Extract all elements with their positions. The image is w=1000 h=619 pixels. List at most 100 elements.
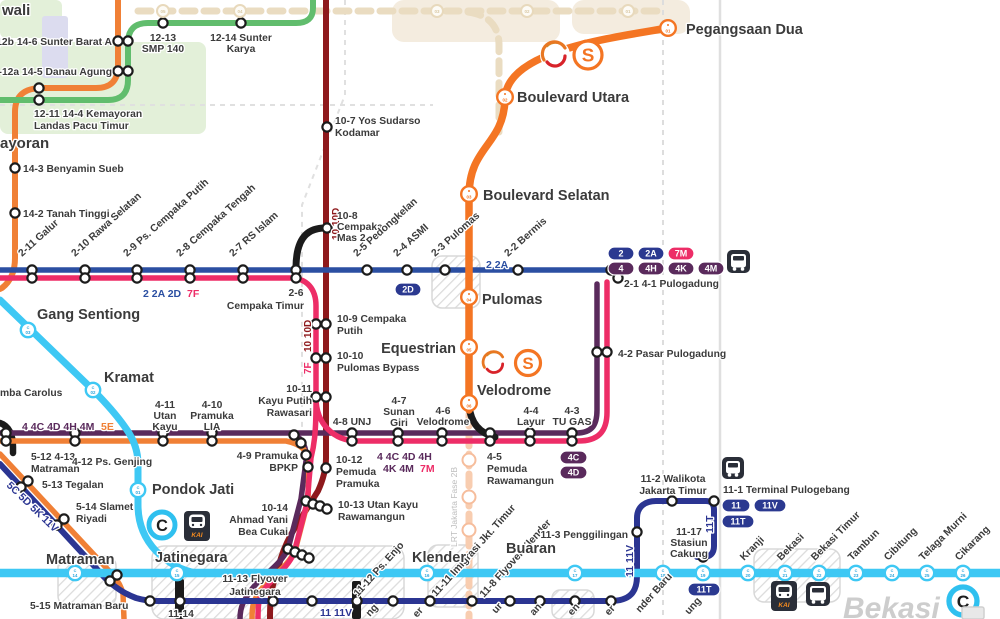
- station-label: Rawamangun: [338, 512, 405, 523]
- station-dot: [321, 222, 333, 234]
- station-label: ung: [683, 596, 704, 617]
- station-label: 10-10: [337, 351, 364, 362]
- planned-station-number: 03: [434, 9, 440, 14]
- route-badge-label: 2A: [645, 249, 657, 259]
- station-dot: [111, 569, 123, 581]
- planned-station-number: 05: [160, 9, 166, 14]
- station-label: 11 11V: [320, 607, 352, 619]
- station-label: 11-2 Walikota: [641, 474, 706, 485]
- station-dot: [157, 17, 169, 29]
- station-dot: [320, 352, 332, 364]
- station-label: 12-13: [150, 33, 177, 44]
- station-label: Pemuda: [487, 464, 527, 475]
- station-label: 5-15 Matraman Baru: [30, 601, 128, 612]
- station-label: 10-9 Cempaka: [337, 314, 407, 325]
- station-dot: [131, 272, 143, 284]
- station-label: Riyadi: [76, 514, 107, 525]
- station-dot: [321, 503, 333, 515]
- lrt-jakarta-logo: [540, 40, 570, 70]
- corridor-12-green: [0, 0, 316, 103]
- lrt-person-icon: [667, 24, 669, 26]
- station-dot: [484, 435, 496, 447]
- route-badge-label: 4: [618, 264, 623, 274]
- krl-station-marker: [84, 381, 102, 399]
- krl-station-marker: [776, 564, 794, 582]
- route-badge: 7M: [667, 246, 695, 261]
- planned-station-number: 02: [524, 9, 530, 14]
- krl-line-letter: C: [855, 569, 858, 573]
- station-label: Matraman: [46, 552, 115, 568]
- station-label: Klender: [412, 550, 466, 566]
- station-label: 2-4 ASMI: [392, 222, 431, 259]
- station-label: 4-2 Pasar Pulogadung: [618, 349, 726, 360]
- station-label: 4-4: [524, 406, 539, 417]
- station-label: Cakung: [670, 549, 708, 560]
- station-label: wali: [1, 2, 30, 19]
- station-label: ayoran: [0, 135, 49, 152]
- building-icon: [961, 606, 985, 619]
- station-label: 12-14 Sunter: [210, 33, 272, 44]
- station-dot: [51, 519, 63, 531]
- station-label: Kramat: [104, 370, 154, 386]
- station-label: Rawamangun: [487, 476, 554, 487]
- krl-station-number: 21: [783, 573, 788, 578]
- planned-station-marker: [461, 452, 477, 468]
- station-dot: [206, 435, 218, 447]
- lrt-station-number: 03: [467, 195, 472, 200]
- station-label: LRT Jakarta Fase 2B: [449, 467, 459, 547]
- station-dot: [9, 162, 21, 174]
- station-dot: [569, 595, 581, 607]
- station-label: 7M: [420, 463, 435, 475]
- krl-line-letter: C: [784, 569, 787, 573]
- station-label: 11 11V: [624, 545, 636, 577]
- station-label: Cikarang: [953, 524, 992, 563]
- lrt-station-number: 05: [467, 348, 472, 353]
- krl-station-number: 19: [701, 573, 706, 578]
- krl-station-marker: [566, 564, 584, 582]
- station-label: Boulevard Selatan: [483, 188, 610, 204]
- station-dot: [310, 352, 322, 364]
- station-label: 4K 4M: [383, 463, 414, 475]
- station-label: LIA: [204, 422, 221, 433]
- krl-line-letter: C: [926, 569, 929, 573]
- station-dot: [591, 346, 603, 358]
- krl-station-number: 14: [73, 573, 78, 578]
- krl-station-number: 15: [175, 573, 180, 578]
- station-dot: [112, 35, 124, 47]
- krl-station-number: 18: [661, 573, 666, 578]
- krl-station-number: 02: [91, 390, 96, 395]
- lrt-station-number: 06: [467, 404, 472, 409]
- station-dot: [524, 435, 536, 447]
- black-link-cempaka-mas: [292, 224, 329, 272]
- route-badge: 4K: [667, 261, 695, 276]
- station-label: 14-2 Tanah Tinggi: [23, 209, 110, 220]
- station-label: SMP 140: [142, 44, 184, 55]
- station-label: nder Baru: [634, 571, 675, 615]
- station-label: Stasiun: [670, 538, 707, 549]
- lrt-s-badge: S: [572, 39, 604, 71]
- route-badge-label: 4C: [568, 453, 580, 463]
- station-dot: [267, 595, 279, 607]
- station-dot: [112, 65, 124, 77]
- krl-line-letter: C: [702, 569, 705, 573]
- krl-station-marker: [19, 321, 37, 339]
- station-dot: [174, 595, 186, 607]
- route-badge-label: 4H: [645, 264, 657, 274]
- krl-line-letter: C: [818, 569, 821, 573]
- station-label: 2-11 Galur: [17, 218, 61, 259]
- station-label: 12-12a 14-5 Danau Agung: [0, 67, 112, 78]
- planned-station-number: 04: [237, 9, 243, 14]
- station-label: Rawasari: [267, 408, 312, 419]
- lrt-person-icon: [504, 93, 506, 95]
- station-label: 12-11 14-4 Kemayoran: [34, 109, 142, 120]
- station-dot: [157, 435, 169, 447]
- svg-text:KAI: KAI: [191, 532, 202, 539]
- kai-commuter-logo: KAI: [771, 581, 797, 611]
- station-dot: [295, 437, 307, 449]
- station-label: Utan: [154, 411, 177, 422]
- krl-line-letter: C: [574, 569, 577, 573]
- station-label: 5-13 Tegalan: [42, 480, 104, 491]
- krl-station-marker: [129, 481, 147, 499]
- lrt-station-number: 02: [503, 98, 508, 103]
- station-label: 12-12b 14-6 Sunter Barat A: [0, 37, 113, 48]
